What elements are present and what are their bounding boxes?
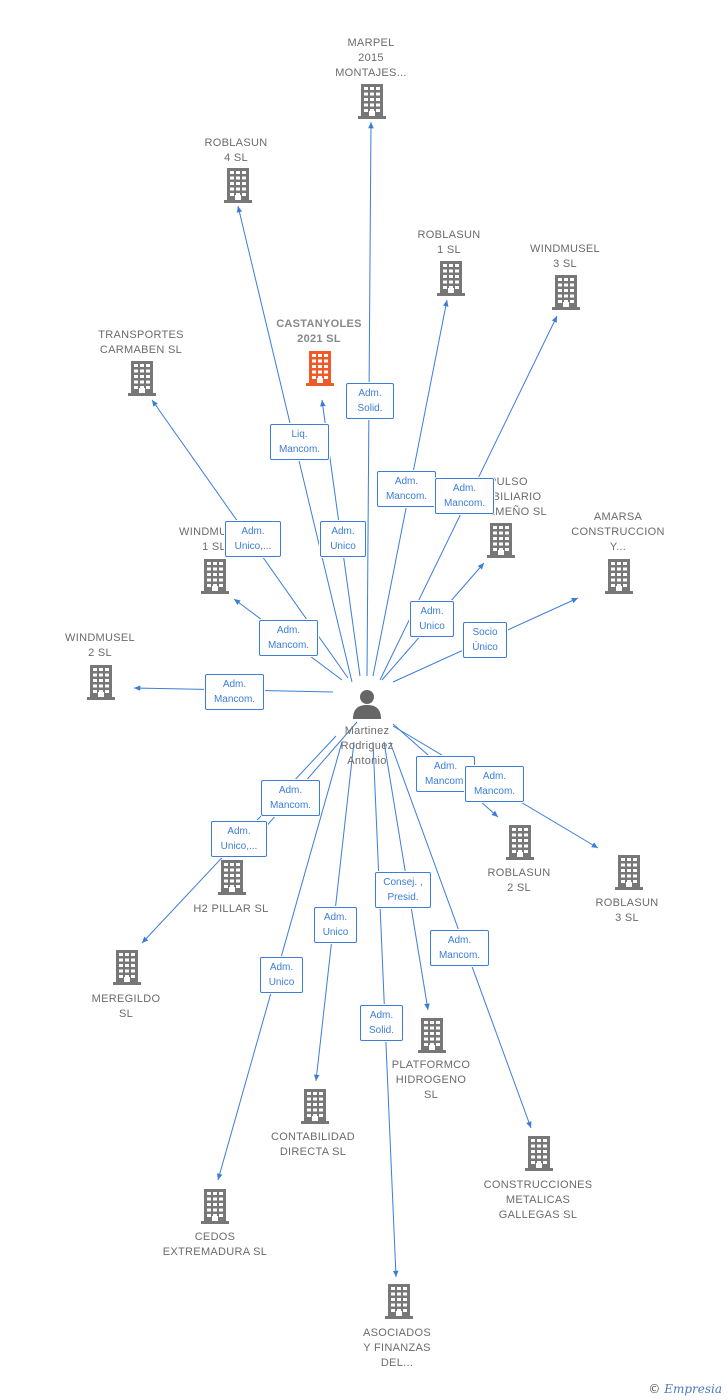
cedos-label[interactable]: CEDOS EXTREMADURA SL [162, 1231, 268, 1258]
edge-label-roblasun4: Adm. Unico [320, 521, 366, 557]
asociados-label[interactable]: ASOCIADOS Y FINANZAS DEL... [362, 1327, 432, 1369]
edge-label-impulso: Adm. Unico [410, 601, 454, 637]
construcciones-label[interactable]: CONSTRUCCIONES METALICAS GALLEGAS SL [483, 1179, 593, 1221]
copyright-symbol: © [648, 1382, 661, 1396]
roblasun2-label[interactable]: ROBLASUN 2 SL [487, 867, 551, 894]
edge-label-windmusel3: Adm. Mancom. [435, 478, 494, 514]
cedos-building-icon[interactable] [200, 1188, 230, 1224]
roblasun1-label[interactable]: ROBLASUN 1 SL [417, 229, 481, 256]
edge-label-marpel: Adm. Solid. [346, 383, 394, 419]
brand-logo: Empresia [664, 1382, 722, 1396]
windmusel1-building-icon[interactable] [200, 558, 230, 594]
edge-label-asociados: Adm. Solid. [360, 1005, 403, 1041]
contabilidad-label[interactable]: CONTABILIDAD DIRECTA SL [270, 1131, 356, 1158]
edge-label-windmusel2: Adm. Mancom. [205, 674, 264, 710]
asociados-building-icon[interactable] [384, 1283, 414, 1319]
marpel-label[interactable]: MARPEL 2015 MONTAJES... [335, 37, 407, 79]
edge-label-windmusel1: Adm. Mancom. [259, 620, 318, 656]
construcciones-building-icon[interactable] [524, 1135, 554, 1171]
platformco-label[interactable]: PLATFORMCO HIDROGENO SL [391, 1059, 471, 1101]
amarsa-building-icon[interactable] [604, 558, 634, 594]
meregildo-label[interactable]: MEREGILDO SL [91, 993, 161, 1020]
meregildo-building-icon[interactable] [112, 949, 142, 985]
amarsa-label[interactable]: AMARSA CONSTRUCCION Y... [571, 511, 665, 553]
edge-label-h2pillar: Adm. Mancom. [261, 780, 320, 816]
roblasun2-building-icon[interactable] [505, 824, 535, 860]
platformco-building-icon[interactable] [417, 1017, 447, 1053]
windmusel3-label[interactable]: WINDMUSEL 3 SL [530, 243, 600, 270]
edge-label-transportes: Adm. Unico,... [225, 521, 281, 557]
edge-label-contabilidad: Adm. Unico [314, 907, 357, 943]
edge-label-cedos: Adm. Unico [260, 957, 303, 993]
windmusel3-building-icon[interactable] [551, 274, 581, 310]
windmusel2-building-icon[interactable] [86, 664, 116, 700]
edge-label-construcciones: Adm. Mancom. [430, 930, 489, 966]
marpel-building-icon[interactable] [357, 83, 387, 119]
brand-footer: © Empresia [648, 1382, 722, 1396]
h2pillar-building-icon[interactable] [217, 859, 247, 895]
transportes-building-icon[interactable] [127, 360, 157, 396]
roblasun1-building-icon[interactable] [436, 260, 466, 296]
windmusel2-label[interactable]: WINDMUSEL 2 SL [65, 632, 135, 659]
person-name[interactable]: Martinez Rodriguez Antonio [340, 725, 394, 767]
edge-label-meregildo: Adm. Unico,... [211, 821, 267, 857]
edge-label-roblasun1: Adm. Mancom. [377, 471, 436, 507]
castanyoles-building-icon[interactable] [305, 350, 335, 386]
h2pillar-label[interactable]: H2 PILLAR SL [193, 903, 269, 915]
roblasun4-building-icon[interactable] [223, 167, 253, 203]
edge-label-amarsa: Socio Único [463, 622, 507, 658]
transportes-label[interactable]: TRANSPORTES CARMABEN SL [98, 329, 184, 356]
edge-label-castanyoles: Liq. Mancom. [270, 424, 329, 460]
castanyoles-label[interactable]: CASTANYOLES 2021 SL [276, 318, 362, 345]
edge-label-platformco: Consej. , Presid. [375, 872, 431, 908]
person-icon[interactable] [351, 688, 383, 720]
contabilidad-building-icon[interactable] [300, 1088, 330, 1124]
roblasun3-label[interactable]: ROBLASUN 3 SL [595, 897, 659, 924]
impulso-building-icon[interactable] [486, 522, 516, 558]
roblasun3-building-icon[interactable] [614, 854, 644, 890]
edge-label-roblasun3: Adm. Mancom. [465, 766, 524, 802]
roblasun4-label[interactable]: ROBLASUN 4 SL [204, 137, 268, 164]
